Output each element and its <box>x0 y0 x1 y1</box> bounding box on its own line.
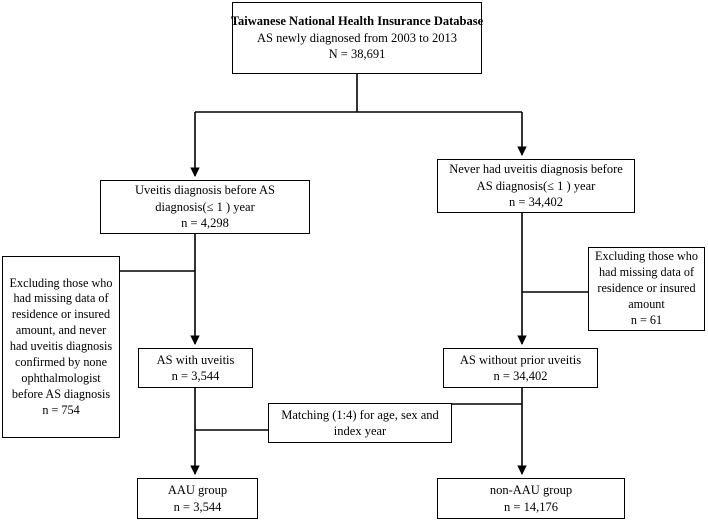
left-final-count: n = 3,544 <box>173 499 222 514</box>
node-aau-group: AAU group n = 3,544 <box>137 478 258 519</box>
right-diagnosis-line2: AS diagnosis(≤ 1 ) year <box>476 178 596 193</box>
right-exclusion-text: Excluding those who had missing data of … <box>595 249 698 311</box>
right-exclusion-count: n = 61 <box>630 312 663 327</box>
left-diagnosis-line2: diagnosis(≤ 1 ) year <box>155 199 255 214</box>
left-exclusion-count: n = 754 <box>42 402 80 417</box>
left-diagnosis-line1: Uveitis diagnosis before AS <box>135 183 275 198</box>
node-as-with-uveitis: AS with uveitis n = 3,544 <box>138 348 253 388</box>
node-as-without-prior-uveitis: AS without prior uveitis n = 34,402 <box>443 348 598 388</box>
right-diagnosis-count: n = 34,402 <box>509 195 563 210</box>
right-final-count: n = 14,176 <box>504 499 558 514</box>
right-diagnosis-line1: Never had uveitis diagnosis before <box>449 162 623 177</box>
node-left-uveitis-diagnosis: Uveitis diagnosis before AS diagnosis(≤ … <box>100 180 310 234</box>
node-left-exclusion: Excluding those who had missing data of … <box>2 256 120 438</box>
node-root-database: Taiwanese National Health Insurance Data… <box>230 2 484 74</box>
root-count: N = 38,691 <box>328 47 386 62</box>
left-final-label: AAU group <box>167 483 228 497</box>
left-diagnosis-count: n = 4,298 <box>181 216 229 231</box>
node-right-exclusion: Excluding those who had missing data of … <box>588 247 705 331</box>
left-exclusion-text: Excluding those who had missing data of … <box>9 275 113 401</box>
matching-line1: Matching (1:4) for age, sex and <box>281 407 439 422</box>
left-cohort-label: AS with uveitis <box>156 352 235 367</box>
node-matching: Matching (1:4) for age, sex and index ye… <box>268 403 452 443</box>
root-title: Taiwanese National Health Insurance Data… <box>230 14 484 29</box>
right-cohort-count: n = 34,402 <box>493 369 548 383</box>
right-final-label: non-AAU group <box>489 483 573 497</box>
left-cohort-count: n = 3,544 <box>171 369 220 383</box>
right-cohort-label: AS without prior uveitis <box>459 352 582 367</box>
node-non-aau-group: non-AAU group n = 14,176 <box>437 478 625 519</box>
root-subtitle: AS newly diagnosed from 2003 to 2013 <box>257 30 457 45</box>
node-right-never-uveitis-diagnosis: Never had uveitis diagnosis before AS di… <box>437 159 635 213</box>
matching-line2: index year <box>333 424 387 438</box>
